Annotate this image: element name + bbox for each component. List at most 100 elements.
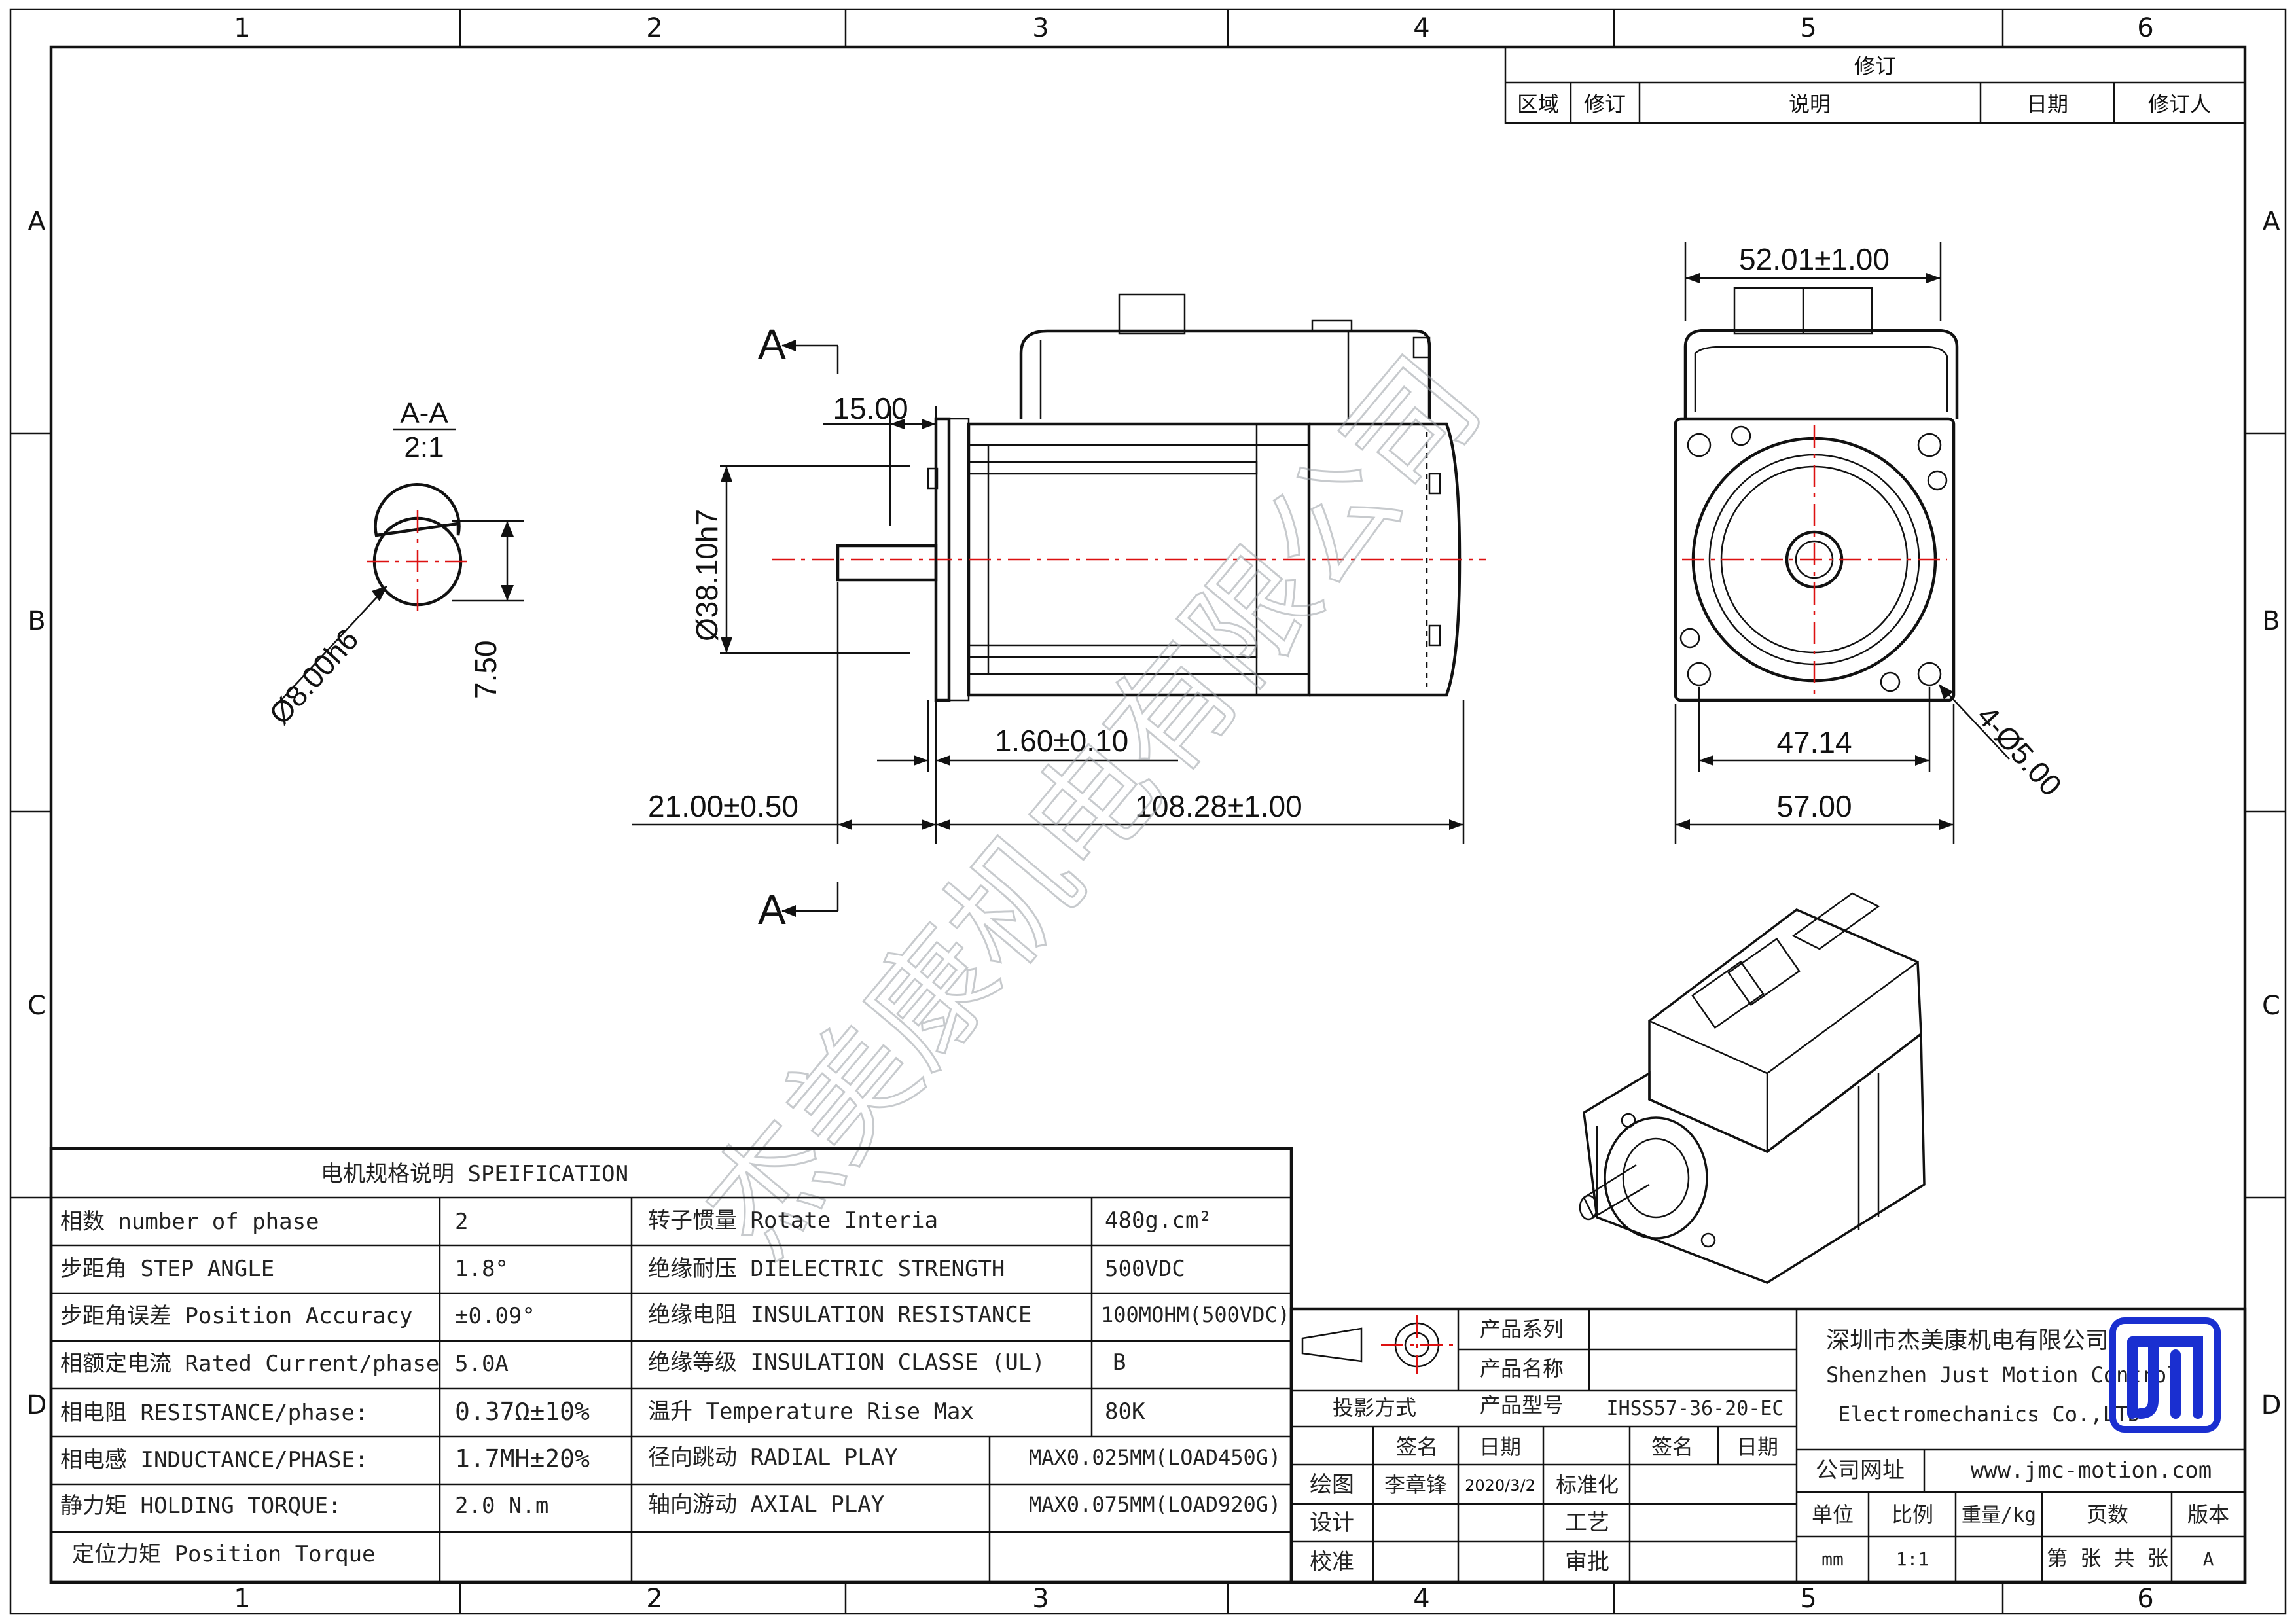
- svg-text:相电感 INDUCTANCE/PHASE:: 相电感 INDUCTANCE/PHASE:: [60, 1447, 368, 1473]
- section-mark-top: A: [758, 321, 786, 368]
- svg-text:步距角误差 Position Accuracy: 步距角误差 Position Accuracy: [60, 1303, 412, 1329]
- col-4: 4: [1413, 13, 1429, 43]
- svg-text:500VDC: 500VDC: [1105, 1256, 1185, 1282]
- company-name-en-1: Shenzhen Just Motion Control: [1826, 1363, 2179, 1387]
- col-3: 3: [1032, 13, 1049, 43]
- unit-label: 单位: [1812, 1502, 1854, 1527]
- dim-flange-thickness: 1.60±0.10: [995, 724, 1128, 758]
- row-d-right: D: [2261, 1390, 2282, 1420]
- svg-text:0.37Ω±10%: 0.37Ω±10%: [455, 1397, 590, 1426]
- sign-label: 签名: [1396, 1435, 1438, 1459]
- scale-value: 1:1: [1896, 1548, 1929, 1570]
- spec-title: 电机规格说明 SPEIFICATION: [321, 1161, 628, 1187]
- svg-text:轴向游动 AXIAL PLAY: 轴向游动 AXIAL PLAY: [648, 1491, 884, 1518]
- col-6: 6: [2137, 13, 2153, 43]
- projection-label: 投影方式: [1333, 1395, 1416, 1420]
- svg-text:2: 2: [455, 1209, 468, 1235]
- svg-text:径向跳动 RADIAL PLAY: 径向跳动 RADIAL PLAY: [648, 1444, 898, 1471]
- row-a: A: [27, 207, 46, 237]
- dim-body-width: 57.00: [1776, 789, 1852, 823]
- design-label: 设计: [1310, 1510, 1354, 1536]
- approve-label: 审批: [1565, 1549, 1609, 1575]
- rev-col-zone: 区域: [1517, 92, 1559, 116]
- date-label: 日期: [1479, 1435, 1521, 1459]
- col-5: 5: [1800, 13, 1816, 43]
- dim-hole-spacing: 47.14: [1776, 725, 1852, 759]
- row-b: B: [27, 606, 45, 636]
- version-label: 版本: [2187, 1502, 2229, 1527]
- col-2: 2: [646, 13, 662, 43]
- title-block: 产品系列 产品名称 投影方式 产品型号 IHSS57-36-20-EC 签名 日…: [1289, 1307, 2247, 1584]
- spec-row: 相电阻 RESISTANCE/phase:0.37Ω±10%温升 Tempera…: [60, 1397, 1145, 1426]
- pages-label: 页数: [2087, 1502, 2128, 1527]
- drawn-by: 李章锋: [1384, 1472, 1447, 1497]
- svg-text:B: B: [1113, 1349, 1126, 1376]
- section-mark-bottom: A: [758, 886, 786, 933]
- zone-ticks: [10, 9, 2286, 1614]
- svg-text:步距角 STEP ANGLE: 步距角 STEP ANGLE: [60, 1256, 274, 1282]
- date-label-2: 日期: [1736, 1435, 1778, 1459]
- dim-driver-width: 52.01±1.00: [1739, 242, 1890, 276]
- product-model-label: 产品型号: [1480, 1393, 1564, 1418]
- drawn-label: 绘图: [1310, 1472, 1354, 1498]
- section-scale: 2:1: [404, 431, 444, 463]
- sign-label-2: 签名: [1651, 1435, 1693, 1459]
- spec-row: 相额定电流 Rated Current/phase 5.0A 绝缘等级 INSULA…: [60, 1349, 1126, 1377]
- version-value: A: [2203, 1548, 2214, 1570]
- svg-text:MAX0.025MM(LOAD450G): MAX0.025MM(LOAD450G): [1029, 1445, 1281, 1470]
- spec-table: 电机规格说明 SPEIFICATION: [49, 1147, 1293, 1584]
- revision-table: 修订 区域 修订 说明 日期 修订人: [1504, 46, 2246, 124]
- svg-text:转子惯量 Rotate Interia: 转子惯量 Rotate Interia: [648, 1207, 938, 1234]
- svg-text:绝缘电阻 INSULATION RESISTANCE: 绝缘电阻 INSULATION RESISTANCE: [648, 1302, 1031, 1328]
- svg-text:±0.09°: ±0.09°: [455, 1303, 535, 1329]
- zone-labels: 1 2 3 4 5 6 1 2 3 4 5 6 A B C D A B C D: [27, 13, 2282, 1614]
- row-c: C: [27, 991, 46, 1021]
- dim-pilot-length: 15.00: [833, 391, 908, 425]
- unit-value: mm: [1821, 1548, 1844, 1570]
- col-4-bottom: 4: [1413, 1584, 1429, 1614]
- col-3-bottom: 3: [1032, 1584, 1049, 1614]
- row-d: D: [27, 1390, 47, 1420]
- website-label: 公司网址: [1816, 1457, 1905, 1484]
- svg-text:绝缘耐压 DIELECTRIC STRENGTH: 绝缘耐压 DIELECTRIC STRENGTH: [648, 1256, 1005, 1282]
- spec-row: 相电感 INDUCTANCE/PHASE:1.7MH±20%径向跳动 RADIA…: [60, 1444, 1281, 1473]
- check-label: 校准: [1310, 1549, 1354, 1575]
- revision-title: 修订: [1854, 54, 1896, 79]
- drawn-date: 2020/3/2: [1465, 1476, 1535, 1495]
- rev-col-rev: 修订: [1584, 92, 1626, 116]
- col-1: 1: [234, 13, 250, 43]
- col-6-bottom: 6: [2137, 1584, 2153, 1614]
- svg-text:100MOHM(500VDC): 100MOHM(500VDC): [1101, 1302, 1290, 1327]
- website: www.jmc-motion.com: [1971, 1457, 2212, 1484]
- rev-col-desc: 说明: [1789, 92, 1831, 116]
- standard-label: 标准化: [1556, 1472, 1619, 1497]
- svg-text:相电阻 RESISTANCE/phase:: 相电阻 RESISTANCE/phase:: [60, 1400, 368, 1426]
- section-name: A-A: [400, 397, 448, 429]
- svg-text:绝缘等级 INSULATION CLASSE (UL): 绝缘等级 INSULATION CLASSE (UL): [648, 1349, 1045, 1376]
- spec-row: 步距角误差 Position Accuracy ±0.09° 绝缘电阻 INSULA…: [60, 1302, 1290, 1329]
- section-view-aa: A-A 2:1 Ø8.00h6 7.50: [262, 397, 524, 731]
- dim-shaft-length: 21.00±0.50: [648, 789, 798, 823]
- dim-pilot-diameter: Ø38.10h7: [690, 509, 724, 641]
- svg-text:5.0A: 5.0A: [455, 1351, 509, 1377]
- front-view: 52.01±1.00 47.14 57.00 4-Ø5.00: [1674, 242, 2068, 844]
- rev-col-date: 日期: [2026, 92, 2068, 116]
- spec-row: 定位力矩 Position Torque: [72, 1541, 376, 1567]
- dim-shaft-diameter: Ø8.00h6: [262, 622, 365, 731]
- company-name-en-2: Electromechanics Co.,LTD: [1838, 1402, 2140, 1427]
- dim-body-length: 108.28±1.00: [1135, 789, 1302, 823]
- svg-text:相额定电流 Rated Current/phase: 相额定电流 Rated Current/phase: [60, 1351, 439, 1377]
- col-5-bottom: 5: [1800, 1584, 1816, 1614]
- svg-text:MAX0.075MM(LOAD920G): MAX0.075MM(LOAD920G): [1029, 1492, 1281, 1517]
- dim-shaft-flat: 7.50: [469, 640, 503, 699]
- row-b-right: B: [2262, 606, 2280, 636]
- side-view: A A 15.00: [632, 293, 1486, 933]
- svg-text:静力矩 HOLDING TORQUE:: 静力矩 HOLDING TORQUE:: [60, 1493, 342, 1519]
- weight-label: 重量/kg: [1962, 1504, 2036, 1527]
- company-name-cn: 深圳市杰美康机电有限公司: [1826, 1327, 2109, 1354]
- spec-row: 步距角 STEP ANGLE 1.8° 绝缘耐压 DIELECTRIC STRENG…: [60, 1256, 1185, 1282]
- svg-text:1.8°: 1.8°: [455, 1256, 509, 1282]
